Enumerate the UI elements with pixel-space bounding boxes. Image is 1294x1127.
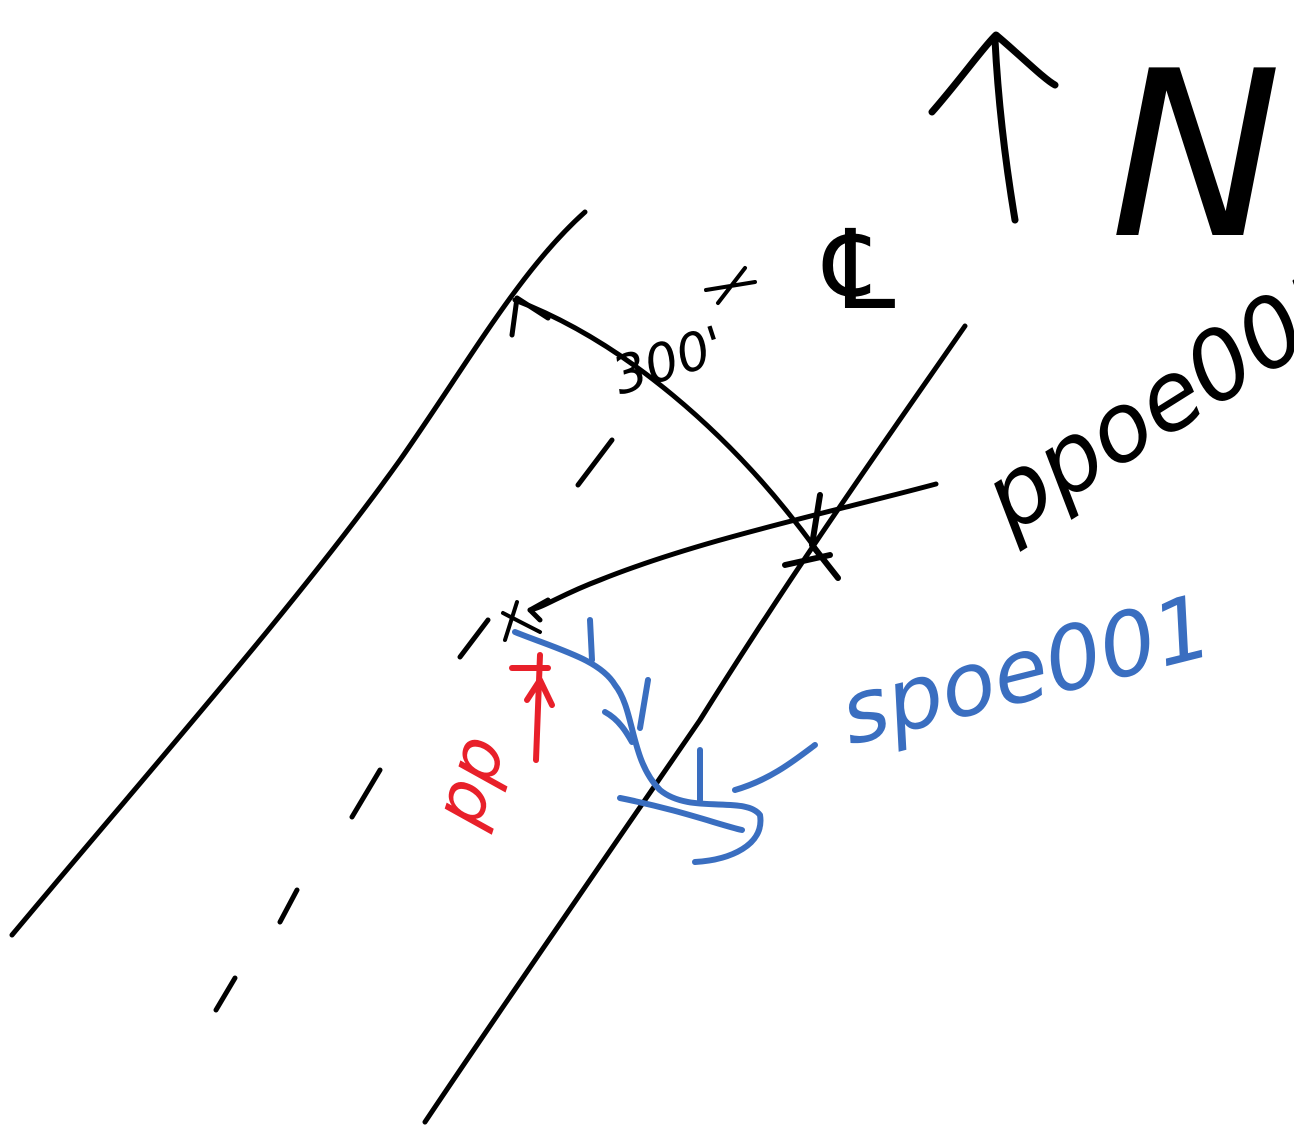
offset-leader-line — [527, 481, 939, 613]
north-arrow-icon — [928, 31, 1059, 224]
edge-point-x-mark — [782, 492, 841, 581]
spoe-label: spoe001 — [830, 574, 1221, 765]
distance-arc — [512, 297, 821, 555]
road-centerline-dashes — [213, 437, 615, 1013]
pp-label: pp — [416, 725, 522, 836]
distance-tick-mark — [704, 266, 757, 305]
spoe-leader-squiggle — [512, 617, 818, 865]
offset-point-x-mark — [501, 600, 542, 642]
road-left-edge — [9, 209, 588, 938]
pp-red-arrow — [509, 652, 555, 763]
offset-leader-arrowhead — [527, 597, 551, 623]
north-label: N — [1110, 23, 1282, 290]
distance-arc-arrowhead — [509, 295, 551, 338]
road-right-edge — [422, 323, 968, 1125]
centerline-symbol: ℄ — [810, 206, 909, 334]
